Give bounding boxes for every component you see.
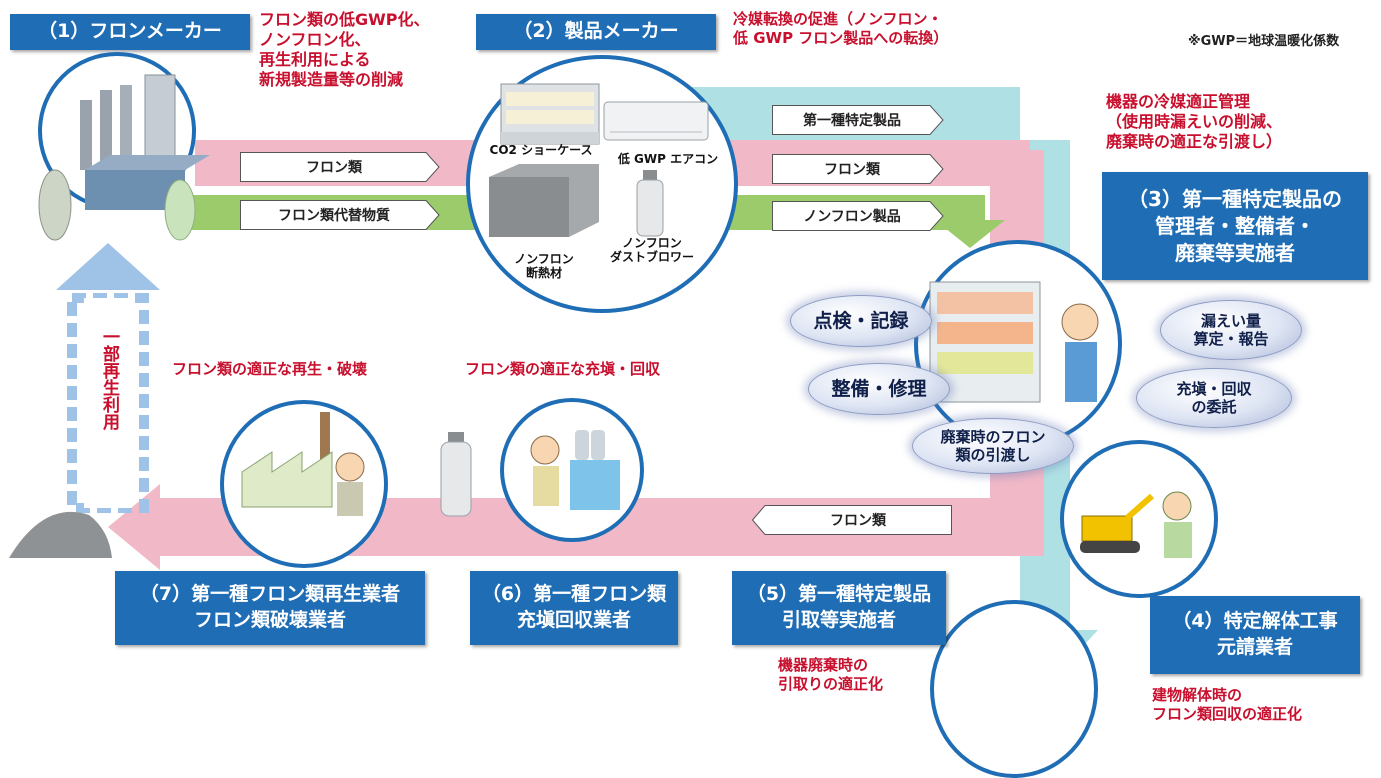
regenerator-description: フロン類の適正な再生・破壊 — [172, 360, 368, 378]
gwp-note: ※GWP＝地球温暖化係数 — [1188, 34, 1340, 49]
recycle-plant-illustration — [241, 412, 365, 516]
flow-arrow-freon-return: フロン類 — [752, 505, 952, 535]
flow-arrow-substitute: フロン類代替物質 — [240, 200, 440, 230]
oval-maintenance-repair: 整備・修理 — [808, 363, 950, 415]
demolition-description: 建物解体時の フロン類回収の適正化 — [1152, 686, 1303, 723]
manager-description: 機器の冷媒適正管理 （使用時漏えいの削減、 廃棄時の適正な引渡し） — [1106, 92, 1283, 151]
demolition-title: （4）特定解体工事 元請業者 — [1150, 596, 1360, 674]
dust-blower-label: ノンフロン ダストブロワー — [609, 236, 694, 265]
product-maker-description: 冷媒転換の促進（ノンフロン・ 低 GWP フロン製品への転換） — [733, 10, 949, 47]
excavator-worker-illustration — [1080, 491, 1192, 558]
manager-title: （3）第一種特定製品の 管理者・整備者・ 廃棄等実施者 — [1102, 172, 1368, 280]
collector-title: （5）第一種特定製品 引取等実施者 — [732, 571, 946, 645]
collector-description: 機器廃棄時の 引取りの適正化 — [778, 656, 884, 693]
insulation-label: ノンフロン 断熱材 — [514, 252, 574, 281]
filler-worker-illustration — [530, 430, 620, 510]
oval-fill-collect-consign: 充塡・回収 の委託 — [1136, 368, 1292, 428]
blue-up-arrow — [56, 243, 160, 290]
oval-disposal-handover: 廃棄時のフロン 類の引渡し — [912, 418, 1074, 474]
factory-illustration — [38, 74, 210, 241]
freon-maker-title: （1）フロンメーカー — [10, 14, 250, 50]
oval-leak-report: 漏えい量 算定・報告 — [1160, 300, 1302, 360]
flow-arrow-nonfreon-product: ノンフロン製品 — [772, 201, 944, 231]
partial-recycle-label: 一部再生利用 — [99, 328, 119, 430]
regenerator-title: （7）第一種フロン類再生業者 フロン類破壊業者 — [115, 571, 425, 645]
product-maker-title: （2）製品メーカー — [476, 14, 716, 50]
gas-cylinder-illustration — [440, 432, 472, 517]
dust-blower-illustration — [636, 170, 664, 237]
collector-circle — [930, 600, 1098, 778]
oval-inspect-record: 点検・記録 — [790, 295, 932, 347]
freon-maker-description: フロン類の低GWP化、 ノンフロン化、 再生利用による 新規製造量等の削減 — [259, 10, 430, 89]
aircon-label: 低 GWP エアコン — [617, 152, 719, 166]
flow-arrow-freon-2: フロン類 — [772, 154, 944, 184]
aircon-illustration — [603, 101, 709, 141]
showcase-illustration — [500, 83, 600, 145]
flow-arrow-class1-product: 第一種特定製品 — [772, 105, 944, 135]
showcase-label: CO2 ショーケース — [489, 143, 593, 157]
filler-title: （6）第一種フロン類 充塡回収業者 — [470, 571, 678, 645]
store-showcase-illustration — [929, 281, 1099, 403]
flow-arrow-freon: フロン類 — [240, 152, 440, 182]
filler-description: フロン類の適正な充塡・回収 — [465, 360, 661, 378]
gravel-pile-illustration — [9, 511, 112, 558]
insulation-illustration — [489, 164, 599, 237]
